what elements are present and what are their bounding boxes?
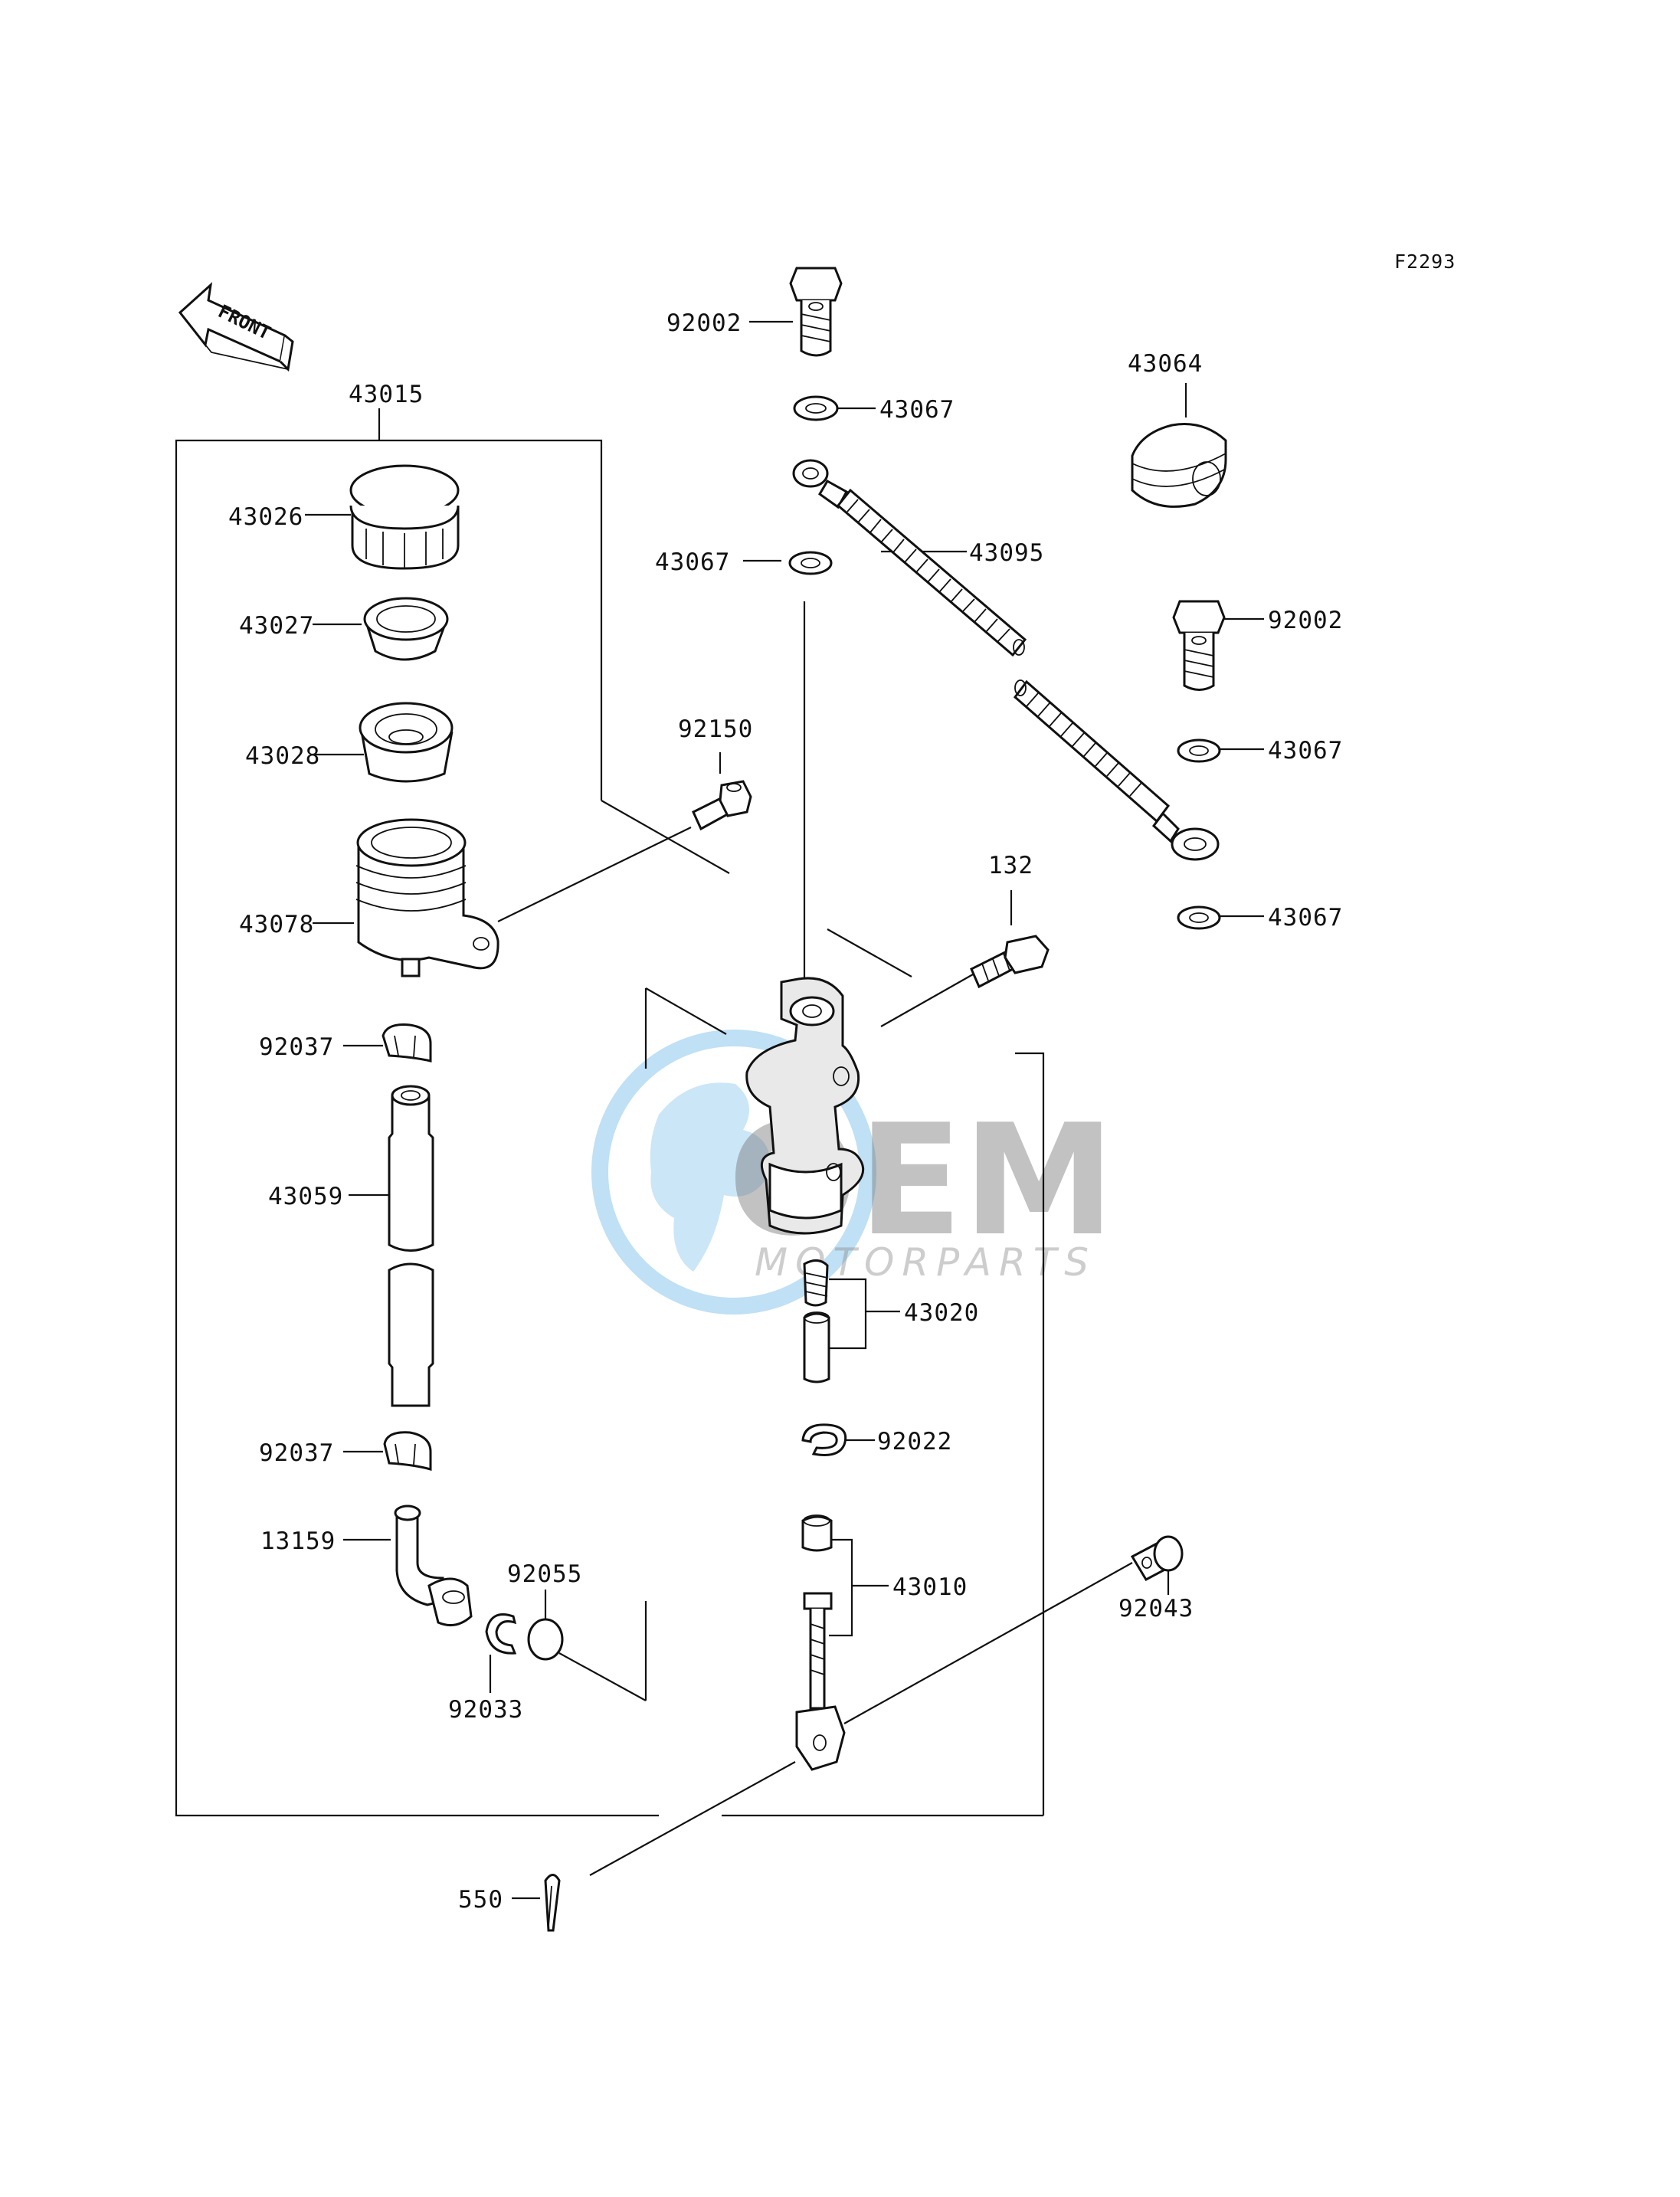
diaphragm-43028-icon bbox=[359, 702, 454, 783]
fitting-13159-icon bbox=[394, 1505, 473, 1627]
bolt-92150-icon bbox=[692, 780, 752, 831]
part-label: 92037 bbox=[259, 1439, 334, 1467]
push-rod-43010-icon bbox=[795, 1514, 846, 1771]
clamp-92037-top-icon bbox=[382, 1023, 432, 1062]
washer-43067-d-icon bbox=[1177, 905, 1221, 930]
part-label: 43067 bbox=[879, 396, 955, 424]
banjo-bolt-92002-right-icon bbox=[1172, 600, 1226, 691]
clamp-92037-bottom-icon bbox=[383, 1431, 432, 1471]
part-label: 13159 bbox=[260, 1527, 336, 1555]
part-label: 43015 bbox=[349, 381, 424, 408]
circlip-92033-icon bbox=[485, 1613, 517, 1655]
reference-code: F2293 bbox=[1394, 250, 1456, 273]
part-label: 43078 bbox=[239, 911, 314, 938]
piston-kit-43020-icon bbox=[803, 1259, 830, 1383]
circlip-92022-icon bbox=[801, 1423, 847, 1456]
part-label: 92043 bbox=[1118, 1595, 1194, 1622]
boot-43064-icon bbox=[1131, 423, 1227, 508]
part-label: 43064 bbox=[1128, 350, 1203, 378]
part-labels: 43015 43026 43027 43028 43078 92037 4305… bbox=[228, 309, 1343, 1914]
washer-43067-b-icon bbox=[788, 551, 833, 575]
part-label: 43067 bbox=[655, 548, 730, 576]
part-label: 92055 bbox=[507, 1560, 582, 1588]
part-label: 43095 bbox=[969, 539, 1044, 567]
part-label: 550 bbox=[458, 1886, 503, 1914]
part-label: 92033 bbox=[448, 1696, 523, 1724]
reservoir-43078-icon bbox=[355, 818, 499, 977]
washer-43067-c-icon bbox=[1177, 738, 1221, 763]
watermark-globe-icon bbox=[591, 1030, 876, 1315]
part-label: 43067 bbox=[1268, 737, 1343, 765]
o-ring-92055-icon bbox=[527, 1618, 564, 1661]
part-label: 43020 bbox=[904, 1299, 979, 1327]
master-cylinder-body-icon bbox=[745, 977, 865, 1235]
banjo-bolt-92002-top-icon bbox=[789, 267, 843, 357]
hose-43059-icon bbox=[388, 1085, 434, 1407]
front-arrow-icon: FRONT bbox=[178, 282, 294, 372]
part-label: 92002 bbox=[666, 309, 742, 337]
part-label: 43059 bbox=[268, 1183, 343, 1210]
assembly-frame bbox=[175, 439, 1045, 1817]
part-label: 92022 bbox=[877, 1428, 952, 1455]
washer-43067-a-icon bbox=[793, 395, 839, 421]
part-label: 43026 bbox=[228, 503, 303, 531]
pin-92043-icon bbox=[1130, 1535, 1184, 1581]
part-label: 43027 bbox=[239, 612, 314, 640]
cap-43026-icon bbox=[349, 464, 460, 570]
bolt-132-icon bbox=[970, 935, 1050, 989]
cotter-pin-550-icon bbox=[544, 1874, 561, 1932]
part-label: 92037 bbox=[259, 1033, 334, 1061]
part-label: 132 bbox=[988, 852, 1033, 879]
watermark-continents-icon bbox=[650, 1082, 771, 1272]
part-label: 43028 bbox=[245, 742, 320, 770]
plate-43027-icon bbox=[363, 597, 449, 661]
part-label: 43067 bbox=[1268, 904, 1343, 932]
part-label: 43010 bbox=[892, 1573, 968, 1601]
part-label: 92002 bbox=[1268, 607, 1343, 634]
leader-lines bbox=[305, 320, 1264, 1900]
hose-43095-icon bbox=[792, 459, 1220, 861]
part-label: 92150 bbox=[678, 715, 753, 743]
